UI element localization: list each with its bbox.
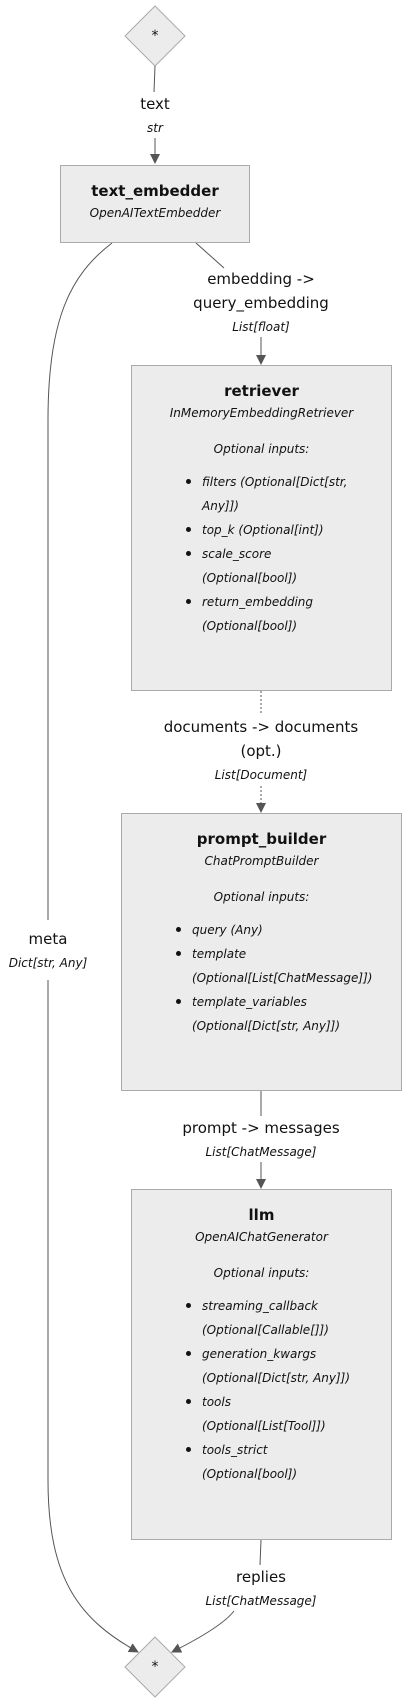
edge-text-line-top [153, 65, 156, 93]
llm-input-generation-kwargs: generation_kwargs(Optional[Dict[str, Any… [186, 1342, 383, 1390]
edge-meta-curve-top [47, 242, 113, 920]
llm-type: OpenAIChatGenerator [195, 1230, 328, 1244]
prompt-builder-type: ChatPromptBuilder [204, 854, 319, 868]
llm-node: llm OpenAIChatGenerator Optional inputs:… [131, 1189, 392, 1540]
text-embedder-title: text_embedder [91, 182, 219, 200]
llm-input-streaming-callback: streaming_callback(Optional[Callable[]]) [186, 1294, 383, 1342]
edge-replies-line-top [259, 1539, 262, 1566]
prompt-builder-title: prompt_builder [196, 830, 327, 848]
edge-text-type: str [147, 121, 163, 135]
edge-documents-type: List[Document] [214, 768, 308, 782]
prompt-builder-node: prompt_builder ChatPromptBuilder Optiona… [121, 813, 402, 1091]
start-node-label: * [151, 28, 159, 44]
edge-meta-curve-bottom [47, 980, 139, 1653]
retriever-optional-inputs: filters (Optional[Dict[str,Any]]) top_k … [132, 470, 391, 638]
llm-input-tools: tools(Optional[List[Tool]]) [186, 1390, 383, 1438]
prompt-builder-optional-inputs: query (Any) template(Optional[List[ChatM… [122, 918, 401, 1038]
edge-prompt-type: List[ChatMessage] [205, 1145, 317, 1159]
retriever-input-top-k: top_k (Optional[int]) [186, 518, 383, 542]
edge-replies-type: List[ChatMessage] [205, 1594, 317, 1608]
edge-prompt-label: prompt -> messages [182, 1119, 340, 1137]
retriever-type: InMemoryEmbeddingRetriever [169, 406, 354, 420]
prompt-builder-input-template: template(Optional[List[ChatMessage]]) [176, 942, 393, 990]
edge-meta-type: Dict[str, Any] [8, 956, 88, 970]
llm-title: llm [248, 1206, 275, 1224]
retriever-optional-heading: Optional inputs: [213, 442, 310, 456]
end-node-label: * [151, 1659, 159, 1675]
edge-documents-label-line2: (opt.) [240, 742, 282, 760]
text-embedder-node: text_embedder OpenAITextEmbedder [60, 165, 250, 243]
prompt-builder-input-template-variables: template_variables(Optional[Dict[str, An… [176, 990, 393, 1038]
edge-meta-label: meta [28, 930, 68, 948]
retriever-title: retriever [224, 382, 299, 400]
end-node: * [125, 1637, 185, 1697]
retriever-input-filters: filters (Optional[Dict[str,Any]]) [186, 470, 383, 518]
end-diamond-shape [124, 1636, 186, 1698]
retriever-input-scale-score: scale_score(Optional[bool]) [186, 542, 383, 590]
retriever-node: retriever InMemoryEmbeddingRetriever Opt… [131, 365, 392, 691]
edge-text-label: text [140, 95, 170, 113]
llm-optional-heading: Optional inputs: [213, 1266, 310, 1280]
edge-embedding-label-line2: query_embedding [193, 294, 329, 312]
edge-embedding-label-line1: embedding -> [207, 270, 315, 288]
retriever-input-return-embedding: return_embedding(Optional[bool]) [186, 590, 383, 638]
text-embedder-type: OpenAITextEmbedder [89, 206, 221, 220]
prompt-builder-optional-heading: Optional inputs: [213, 890, 310, 904]
edge-replies-curve [171, 1610, 235, 1653]
llm-input-tools-strict: tools_strict(Optional[bool]) [186, 1438, 383, 1486]
edge-replies-label: replies [236, 1568, 286, 1586]
edge-embedding-curve [195, 242, 225, 269]
edge-documents-label-line1: documents -> documents [163, 718, 359, 736]
start-node: * [125, 6, 185, 66]
llm-optional-inputs: streaming_callback(Optional[Callable[]])… [132, 1294, 391, 1486]
prompt-builder-input-query: query (Any) [176, 918, 393, 942]
edge-embedding-type: List[float] [232, 320, 290, 334]
